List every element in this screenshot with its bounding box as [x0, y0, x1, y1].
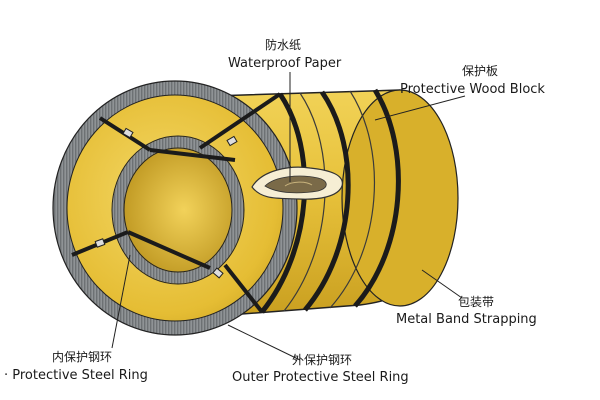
metal-band-strapping-label-zh: 包装带 [458, 295, 495, 309]
waterproof-paper-label-zh: 防水纸 [265, 38, 302, 52]
outer-ring-label-zh: 外保护钢环 [292, 353, 353, 367]
leader-inner-ring [111, 254, 131, 349]
inner-ring-label-en: · Protective Steel Ring [4, 368, 148, 383]
leader-wood-block [374, 95, 466, 121]
waterproof-paper-label-en: Waterproof Paper [228, 56, 342, 71]
protective-wood-block-label-en: Protective Wood Block [400, 82, 545, 97]
strap-3 [353, 88, 401, 308]
outer-ring-label-en: Outer Protective Steel Ring [232, 370, 409, 385]
wood-block-strips [283, 90, 376, 312]
metal-band-strapping-label-en: Metal Band Strapping [396, 312, 537, 327]
leader-outer-ring [227, 324, 301, 361]
outer-steel-ring [53, 81, 297, 335]
leader-metal-band [421, 269, 463, 299]
metal-band-straps [260, 88, 401, 314]
protective-wood-block-label-zh: 保护板 [462, 64, 499, 78]
inner-ring-label-zh: 内保护钢环 [52, 350, 113, 364]
straps-through-bore [71, 92, 282, 314]
waterproof-paper-tear [251, 166, 343, 200]
strap-2 [303, 90, 351, 312]
inner-steel-ring [112, 136, 244, 284]
strap-1 [260, 92, 308, 314]
